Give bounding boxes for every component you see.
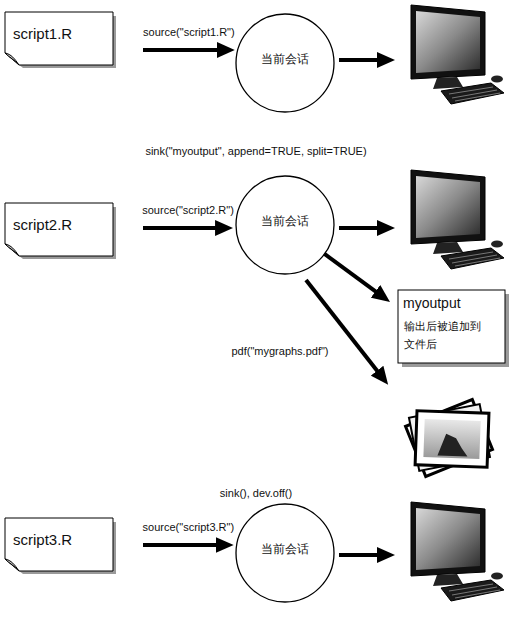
graph-arrow (306, 280, 382, 377)
pdf-illustration (406, 399, 493, 476)
sheet-curl (5, 559, 19, 571)
edge-label: source("script2.R") (142, 204, 234, 216)
computer-illustration (411, 502, 504, 601)
sheet-outline (5, 203, 113, 256)
computer-illustration (411, 170, 504, 269)
output-arrow (339, 226, 385, 230)
flow-arrow (143, 48, 225, 52)
sheet-outline (5, 518, 113, 571)
sheet-outline (5, 12, 113, 65)
edge-label: source("script1.R") (143, 26, 235, 38)
session-circle-outline (236, 176, 334, 274)
node-label: myoutput (403, 295, 461, 311)
script-file: script2.R (5, 203, 113, 256)
computer-illustration (411, 5, 504, 104)
edge-label: source("script3.R") (143, 521, 235, 533)
code-label: pdf("mygraphs.pdf") (231, 345, 328, 357)
session-circle-outline (236, 504, 334, 602)
session-circle-outline (236, 14, 334, 112)
code-label: sink("myoutput", append=TRUE, split=TRUE… (145, 145, 366, 157)
flow-arrow (143, 543, 224, 547)
node-label: script3.R (13, 531, 72, 548)
pdf-page (406, 399, 493, 476)
node-outline (235, 503, 341, 609)
script-file: script3.R (5, 518, 113, 571)
node-label: 当前会话 (261, 51, 309, 68)
output-arrow (339, 553, 385, 557)
session-circle: 当前会话 (235, 503, 335, 603)
pdf-page (409, 404, 490, 471)
sheet-curl (5, 244, 19, 256)
script-file: script1.R (5, 12, 113, 65)
pdf-picture (423, 419, 480, 459)
pdf-page (415, 411, 489, 467)
node-label: script1.R (13, 25, 72, 42)
flow-arrow (143, 226, 223, 230)
node-label: 当前会话 (261, 213, 309, 230)
node-outline (235, 175, 341, 281)
flow-arrow (325, 254, 382, 296)
session-circle: 当前会话 (235, 175, 335, 275)
note-body: 输出后被追加到 文件后 (404, 317, 486, 353)
output-file: myoutput 输出后被追加到 文件后 (398, 290, 505, 363)
sheet-curl (5, 53, 19, 65)
node-label: script2.R (13, 216, 72, 233)
sheet-outline (398, 290, 505, 363)
code-label: sink(), dev.off() (220, 487, 292, 499)
session-circle: 当前会话 (235, 13, 335, 113)
output-arrow (339, 58, 385, 62)
node-label: 当前会话 (261, 541, 309, 558)
node-outline (235, 13, 341, 119)
pdf-graph-shape (437, 434, 468, 457)
